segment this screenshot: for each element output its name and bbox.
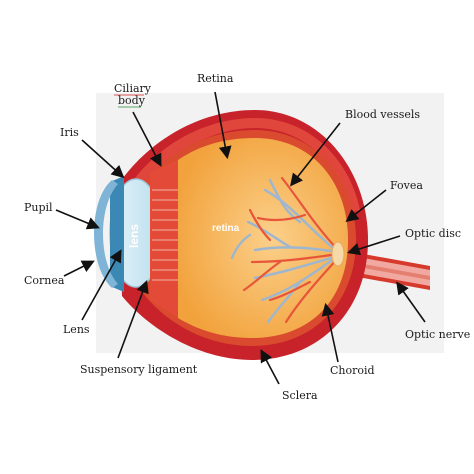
retina-inside-label: retina	[212, 223, 240, 234]
label-iris: Iris	[60, 126, 79, 139]
label-pupil: Pupil	[24, 201, 53, 214]
retina-shape	[178, 138, 348, 338]
label-choroid: Choroid	[330, 364, 375, 377]
arrow-fovea	[345, 189, 387, 222]
arrow-pupil	[55, 209, 100, 230]
label-fovea: Fovea	[390, 179, 423, 192]
arrow-sclera	[260, 349, 280, 385]
label-optic-nerve: Optic nerve	[405, 328, 470, 341]
label-blood-vessels: Blood vessels	[345, 108, 420, 121]
ciliary-body-shape	[150, 160, 178, 318]
arrow-blood-vessels	[290, 122, 341, 187]
label-ciliary-line2: body	[118, 94, 146, 107]
cornea-shape	[94, 180, 118, 288]
arrow-cornea	[63, 260, 95, 277]
arrow-optic-disc	[346, 235, 401, 256]
arrow-optic-nerve	[396, 281, 426, 323]
label-lens: Lens	[63, 323, 90, 336]
arrow-suspensory-ligament	[117, 280, 149, 359]
label-ciliary-line1: Ciliary	[114, 82, 152, 95]
label-retina: Retina	[197, 72, 234, 85]
sclera-highlight	[135, 118, 360, 212]
arrow-lens	[81, 249, 122, 321]
label-suspensory-ligament: Suspensory ligament	[80, 363, 198, 376]
optic-disc-shape	[331, 241, 345, 267]
label-optic-disc: Optic disc	[405, 227, 461, 240]
arrow-iris	[81, 139, 125, 179]
arrow-choroid	[321, 302, 339, 363]
arrow-ciliary-body	[132, 111, 162, 167]
iris-shape	[110, 176, 124, 292]
label-cornea: Cornea	[24, 274, 65, 287]
lens-inside-label: lens	[127, 224, 141, 248]
label-sclera: Sclera	[282, 389, 318, 402]
pointer-arrows	[55, 91, 426, 385]
blood-vessels-shape	[230, 176, 340, 324]
arrow-retina	[214, 91, 232, 160]
